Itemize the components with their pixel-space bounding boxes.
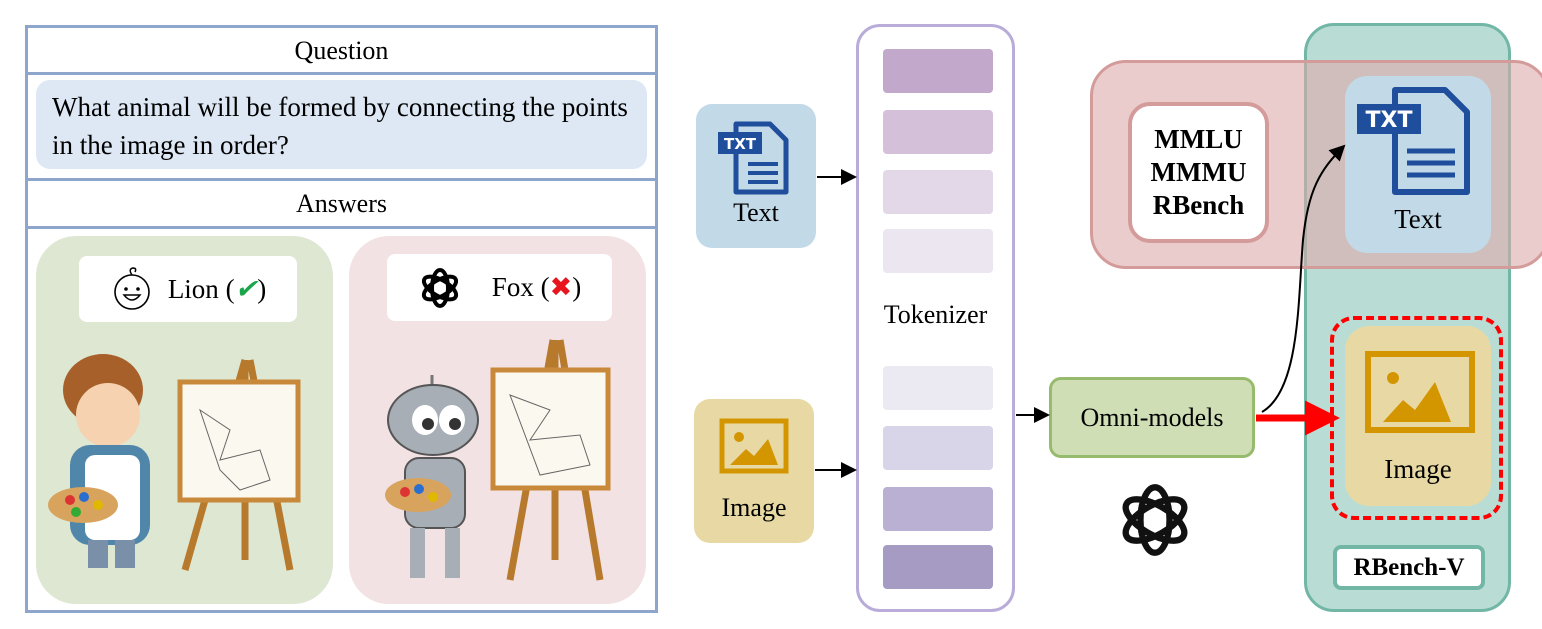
divider (25, 226, 658, 229)
answer-label-lion: Lion (✔) (79, 256, 297, 322)
rbench-v-label: RBench-V (1333, 545, 1485, 590)
openai-logo-icon (421, 267, 458, 308)
image-output-label: Image (1384, 454, 1452, 484)
token-bar (883, 366, 993, 410)
divider (25, 178, 658, 181)
answer-label-fox: Fox (✖) (387, 254, 612, 321)
txt-badge: TXT (1366, 108, 1413, 133)
answers-header: Answers (296, 189, 387, 218)
txt-badge: TXT (724, 135, 757, 153)
image-input-label: Image (721, 493, 787, 522)
token-bar (883, 170, 993, 214)
token-bar (883, 426, 993, 470)
question-header: Question (294, 35, 389, 65)
openai-logo-icon (1122, 484, 1188, 556)
image-icon (1365, 351, 1475, 433)
token-bar (883, 545, 993, 589)
text-output-box: TXT Text (1345, 76, 1491, 253)
answer-text: Fox (491, 272, 534, 302)
tokenizer-label: Tokenizer (883, 300, 988, 329)
baby-face-icon (114, 267, 150, 310)
tokenizer-box (856, 24, 1015, 612)
answer-text: Lion (167, 273, 219, 304)
token-bar (883, 110, 993, 154)
benchmark-list-box: MMLU MMMU RBench (1128, 102, 1269, 243)
omni-models-box: Omni-models (1049, 377, 1255, 458)
image-icon (719, 418, 789, 474)
benchmark-mmmu: MMMU (1150, 157, 1247, 187)
benchmark-mmlu: MMLU (1154, 124, 1243, 154)
check-mark-icon: ✔ (234, 273, 258, 304)
question-bubble: What animal will be formed by connecting… (36, 80, 647, 169)
token-bar (883, 229, 993, 273)
txt-file-icon: TXT (718, 121, 789, 195)
benchmark-rbench: RBench (1152, 190, 1245, 220)
text-output-label: Text (1394, 204, 1442, 234)
image-output-box: Image (1345, 326, 1491, 506)
cross-mark-icon: ✖ (549, 272, 573, 302)
image-input-box: Image (694, 399, 814, 543)
question-text: What animal will be formed by connecting… (52, 92, 628, 160)
token-bar (883, 49, 993, 93)
text-input-box: TXT Text (696, 104, 816, 248)
divider (25, 72, 658, 75)
token-bar (883, 487, 993, 531)
text-input-label: Text (733, 198, 779, 227)
question-panel (25, 25, 658, 613)
txt-file-icon: TXT (1357, 87, 1470, 195)
